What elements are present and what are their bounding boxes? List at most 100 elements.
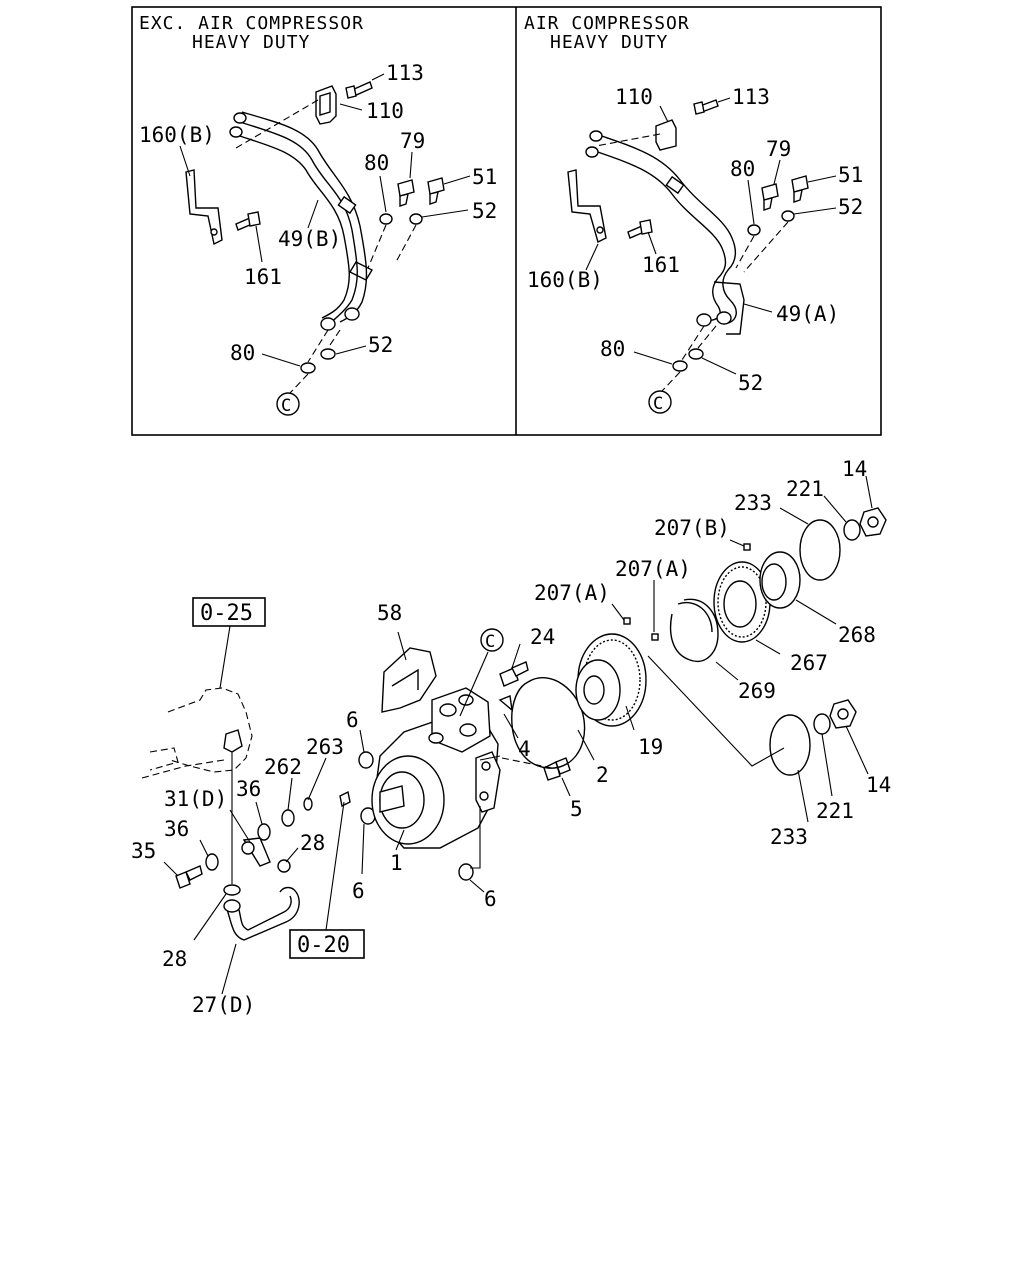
label-207a-right: 207(A) — [615, 557, 691, 581]
leader-line — [163, 861, 179, 877]
label-263: 263 — [306, 735, 344, 759]
leader-line — [379, 175, 387, 213]
pipe-49b — [229, 111, 373, 331]
washer-52-upper — [409, 213, 423, 225]
dashed-guide — [681, 325, 705, 361]
label-36-lower: 36 — [164, 817, 189, 841]
label-269: 269 — [738, 679, 776, 703]
leader-line — [421, 209, 469, 218]
label-110: 110 — [366, 99, 404, 123]
gear-19 — [575, 633, 647, 727]
leader-line — [659, 105, 669, 123]
dashed-guide — [595, 133, 661, 147]
leader-line — [865, 475, 873, 509]
air-compressor-body — [371, 687, 501, 849]
nut-14-lower — [829, 699, 857, 729]
washer-80-upper — [379, 213, 393, 225]
label-79: 79 — [766, 137, 791, 161]
hub-268 — [759, 551, 801, 609]
leader-line — [469, 879, 485, 893]
clamp-28-upper — [223, 884, 241, 896]
label-6-middle: 6 — [352, 879, 365, 903]
nut-6-upper — [358, 751, 374, 769]
label-49a: 49(A) — [776, 302, 839, 326]
dashed-guide — [235, 99, 319, 149]
cover-58 — [381, 647, 437, 713]
dashed-guide — [327, 329, 341, 349]
pipe-49a — [585, 130, 745, 335]
label-52-lower: 52 — [738, 371, 763, 395]
leader-line — [747, 179, 755, 225]
label-51: 51 — [472, 165, 497, 189]
label-262: 262 — [264, 755, 302, 779]
bolt-5 — [543, 757, 571, 781]
leader-line — [577, 729, 595, 761]
label-268: 268 — [838, 623, 876, 647]
ref-0-20: 0-20 — [297, 933, 350, 958]
leader-line — [255, 801, 263, 825]
washer-36-lower — [205, 853, 219, 871]
leader-line — [779, 507, 809, 525]
leader-line — [701, 357, 737, 375]
dashed-guide — [395, 224, 417, 263]
label-221-lower: 221 — [816, 799, 854, 823]
bracket-110 — [315, 85, 337, 125]
label-28-lower: 28 — [162, 947, 187, 971]
leader-line — [511, 643, 521, 669]
ring-233-lower — [769, 714, 811, 776]
label-80: 80 — [364, 151, 389, 175]
ref-box-0-25 — [192, 597, 266, 627]
key-small — [339, 790, 351, 808]
label-233-upper: 233 — [734, 491, 772, 515]
right-panel: AIR COMPRESSOR HEAVY DUTY — [524, 13, 863, 414]
leader-line — [503, 713, 519, 739]
leader-line — [307, 199, 319, 229]
leader-line — [409, 151, 413, 179]
banjo-bolt-79 — [397, 179, 415, 207]
ref-0-25: 0-25 — [200, 601, 253, 626]
leader-line — [285, 847, 299, 863]
label-79: 79 — [400, 129, 425, 153]
label-49b: 49(B) — [278, 227, 341, 251]
label-27d: 27(D) — [192, 993, 255, 1017]
leader-line — [287, 777, 293, 811]
label-36-upper: 36 — [236, 777, 261, 801]
dashed-guide — [697, 325, 717, 349]
inset-panels — [131, 6, 882, 436]
leader-line — [479, 755, 501, 761]
key-207b — [743, 543, 751, 551]
label-c: C — [281, 396, 291, 416]
leader-line — [755, 639, 781, 655]
washer-80-lower — [672, 360, 688, 372]
washer-52-upper — [781, 210, 795, 222]
connection-c-marker — [276, 392, 300, 416]
label-1: 1 — [390, 851, 403, 875]
assembly-line — [647, 655, 785, 767]
label-221-upper: 221 — [786, 477, 824, 501]
left-panel-title-line1: EXC. AIR COMPRESSOR — [139, 13, 364, 34]
connection-c-marker — [648, 390, 672, 414]
leader-line — [633, 351, 673, 365]
label-161: 161 — [642, 253, 680, 277]
leader-line — [179, 145, 191, 177]
leader-line — [743, 303, 773, 313]
leader-line — [795, 599, 837, 625]
label-267: 267 — [790, 651, 828, 675]
clamp-28-right — [277, 859, 291, 873]
label-160b: 160(B) — [527, 268, 603, 292]
label-35: 35 — [131, 839, 156, 863]
label-24: 24 — [530, 625, 555, 649]
label-233-lower: 233 — [770, 825, 808, 849]
leader-line — [470, 806, 481, 869]
leader-line — [397, 631, 407, 661]
label-c: C — [485, 632, 495, 652]
label-58: 58 — [377, 601, 402, 625]
snap-ring-269 — [669, 598, 719, 663]
key-207a-2 — [651, 633, 659, 641]
label-52-lower: 52 — [368, 333, 393, 357]
label-4: 4 — [518, 737, 531, 761]
leader-line — [229, 809, 251, 843]
left-panel-title-line2: HEAVY DUTY — [192, 32, 310, 53]
leader-line — [361, 823, 365, 875]
hose-27d — [223, 859, 300, 941]
